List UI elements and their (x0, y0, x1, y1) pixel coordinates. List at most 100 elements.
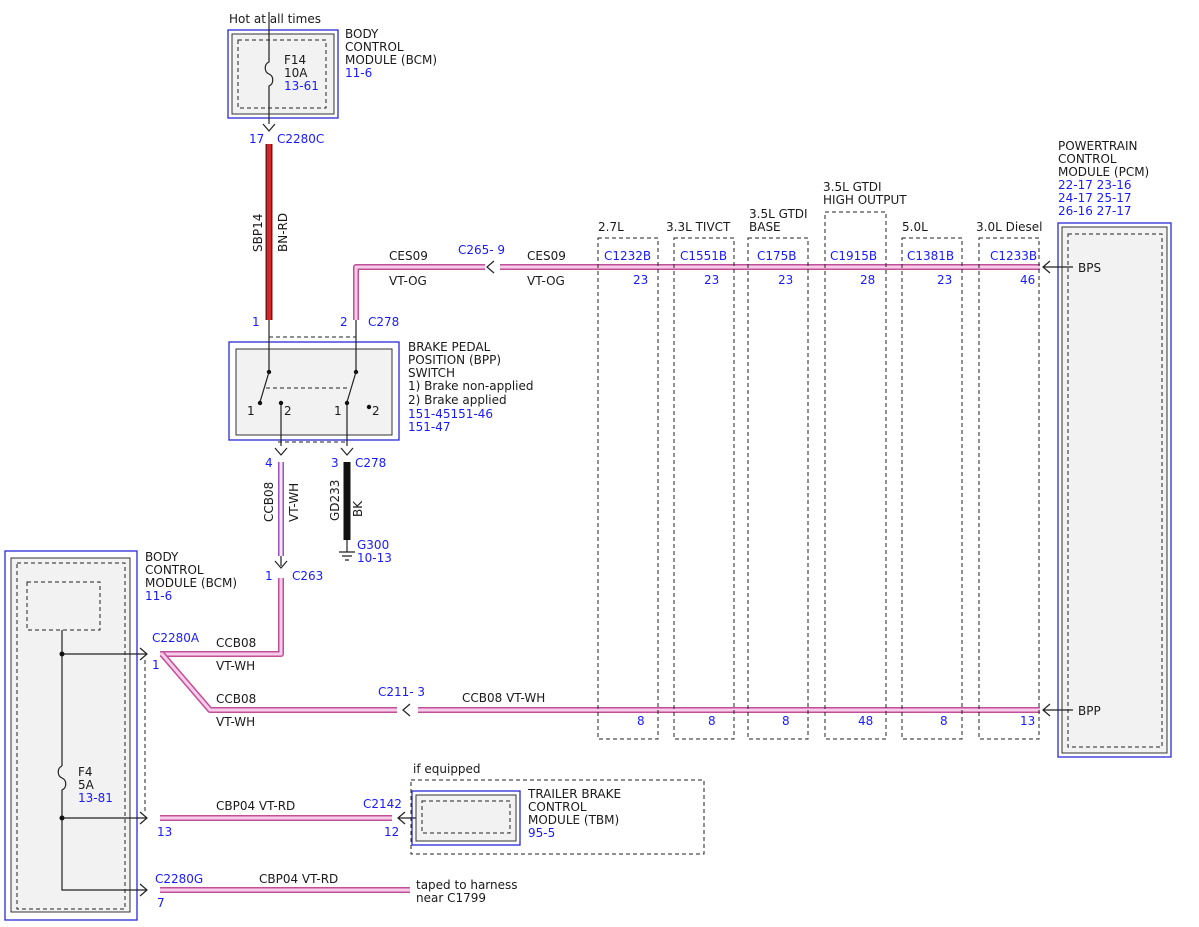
svg-text:C1232B: C1232B (604, 249, 651, 263)
engine-col-3-3l-tivct[interactable]: 3.3L TIVCT C1551B 23 8 (666, 220, 735, 740)
wire-ccb08-lower-outer[interactable] (159, 652, 397, 713)
taped-label-line1: taped to harness (416, 878, 518, 892)
bpp-pin-2: 2 (340, 315, 348, 329)
svg-text:CONTROL: CONTROL (345, 40, 404, 54)
svg-text:1) Brake non-applied: 1) Brake non-applied (408, 379, 534, 393)
svg-text:POWERTRAIN: POWERTRAIN (1058, 139, 1138, 153)
bpp-switch-symbol (257, 320, 372, 446)
svg-text:C175B: C175B (757, 249, 797, 263)
pcm-bps-chevron (1042, 260, 1073, 274)
svg-text:MODULE (BCM): MODULE (BCM) (345, 53, 437, 67)
fuse-f14-symbol (264, 12, 274, 124)
if-equipped-label: if equipped (413, 762, 481, 776)
svg-text:11-6: 11-6 (345, 66, 372, 80)
bcm-bottom-subbox (26, 581, 101, 631)
svg-text:2.7L: 2.7L (598, 220, 624, 234)
c2280g-pin: 7 (157, 896, 165, 910)
fuse-f4-ref: 13-81 (78, 791, 113, 805)
svg-text:48: 48 (858, 714, 873, 728)
bcm-top-name: BODY CONTROL MODULE (BCM) 11-6 (345, 27, 437, 80)
bpp-bottom-conn: C278 (355, 456, 386, 470)
pcm-module-box[interactable] (1057, 222, 1172, 758)
svg-text:151-47: 151-47 (408, 420, 451, 434)
tbm-module-inner (415, 794, 517, 842)
pcm-bpp-chevron (1042, 703, 1073, 717)
bpp-bottom-pin-4: 4 (265, 456, 273, 470)
engine-col-3-0l-diesel[interactable]: 3.0L Diesel C1233B 46 13 (976, 220, 1043, 740)
svg-text:3.3L TIVCT: 3.3L TIVCT (666, 220, 731, 234)
svg-text:SWITCH: SWITCH (408, 366, 455, 380)
wire-gd233-color: BK (351, 500, 365, 517)
ccb08-upper-color: VT-WH (216, 659, 255, 673)
svg-text:151-45151-46: 151-45151-46 (408, 407, 493, 421)
svg-text:13: 13 (1020, 714, 1035, 728)
svg-text:2) Brake applied: 2) Brake applied (408, 393, 507, 407)
c2280c-label: C2280C (277, 132, 324, 146)
bcm-bottom-name: BODY CONTROL MODULE (BCM) 11-6 (145, 550, 237, 603)
ccb08-right-label: CCB08 VT-WH (462, 691, 545, 705)
pcm-dashed-box (1067, 233, 1163, 748)
ces09-right-circuit: CES09 (527, 249, 566, 263)
bpp-switch-box[interactable] (228, 341, 400, 441)
ccb08-lower-circuit: CCB08 (216, 692, 256, 706)
ground-g300-ref: 10-13 (357, 551, 392, 565)
bpp-sw-label-2a: 2 (284, 404, 292, 418)
tbm-optional-dashed-box (410, 779, 705, 855)
wire-ccb08-upper-inner (160, 578, 283, 656)
svg-text:BODY: BODY (145, 550, 179, 564)
bpp-chevron-3 (340, 447, 354, 456)
svg-text:MODULE (TBM): MODULE (TBM) (528, 813, 619, 827)
svg-text:HIGH OUTPUT: HIGH OUTPUT (823, 193, 907, 207)
wire-sbp14-circuit: SBP14 (251, 214, 265, 252)
bcm-bottom-internal-lines (57, 630, 148, 897)
svg-text:46: 46 (1020, 273, 1035, 287)
wire-ces09-inner (354, 265, 485, 320)
svg-text:26-16 27-17: 26-16 27-17 (1058, 204, 1132, 218)
bpp-name: BRAKE PEDAL POSITION (BPP) SWITCH 1) Bra… (408, 340, 534, 434)
c2280a-label: C2280A (152, 631, 200, 645)
cbp04-tbm-label: CBP04 VT-RD (216, 799, 295, 813)
svg-text:22-17 23-16: 22-17 23-16 (1058, 178, 1132, 192)
svg-text:23: 23 (704, 273, 719, 287)
svg-text:8: 8 (708, 714, 716, 728)
hot-at-all-times-label: Hot at all times (229, 12, 321, 26)
ccb08-upper-circuit: CCB08 (216, 636, 256, 650)
bcm-bottom-module-box[interactable] (4, 550, 138, 921)
taped-label-line2: near C1799 (416, 891, 486, 905)
wire-ccb08-circuit: CCB08 (262, 482, 276, 522)
svg-text:MODULE (BCM): MODULE (BCM) (145, 576, 237, 590)
engine-col-3-5l-gtdi-high-output[interactable]: 3.5L GTDI HIGH OUTPUT C1915B 28 48 (823, 180, 907, 740)
tbm-module-box[interactable] (411, 790, 521, 846)
svg-text:23: 23 (937, 273, 952, 287)
bcm-top-fuse-box (237, 39, 327, 109)
ccb08-lower-color: VT-WH (216, 715, 255, 729)
engine-col-5-0l[interactable]: 5.0L C1381B 23 8 (901, 220, 963, 740)
bpp-conn-c278: C278 (368, 315, 399, 329)
bpp-bottom-pin-3: 3 (331, 456, 339, 470)
tbm-dashed-inner (421, 800, 511, 834)
c265-chevron (486, 260, 495, 274)
c265-label: C265- 9 (458, 243, 505, 257)
svg-text:CONTROL: CONTROL (145, 563, 204, 577)
pcm-name: POWERTRAIN CONTROL MODULE (PCM) 22-17 23… (1058, 139, 1149, 218)
engine-col-3-5l-gtdi-base[interactable]: 3.5L GTDI BASE C175B 23 8 (747, 207, 809, 740)
svg-text:POSITION (BPP): POSITION (BPP) (408, 353, 501, 367)
engine-col-2-7l[interactable]: 2.7L C1232B 23 8 (597, 220, 659, 740)
bcm-top-module-box[interactable] (227, 29, 339, 119)
svg-text:MODULE (PCM): MODULE (PCM) (1058, 165, 1149, 179)
bcm-top-module-inner (231, 33, 335, 115)
pcm-module-inner (1061, 226, 1168, 754)
svg-text:3.5L GTDI: 3.5L GTDI (823, 180, 882, 194)
connector-chevron-c2280c (262, 123, 276, 132)
c211-chevron (402, 703, 411, 717)
bpp-chevron-4 (274, 447, 288, 456)
fuse-f4-rating: 5A (78, 778, 95, 792)
bcm-bottom-module-inner (10, 557, 131, 913)
svg-text:C1915B: C1915B (830, 249, 877, 263)
svg-text:23: 23 (633, 273, 648, 287)
svg-text:3.5L GTDI: 3.5L GTDI (749, 207, 808, 221)
ces09-left-circuit: CES09 (389, 249, 428, 263)
wire-gd233-circuit: GD233 (328, 480, 342, 521)
svg-text:24-17 25-17: 24-17 25-17 (1058, 191, 1132, 205)
